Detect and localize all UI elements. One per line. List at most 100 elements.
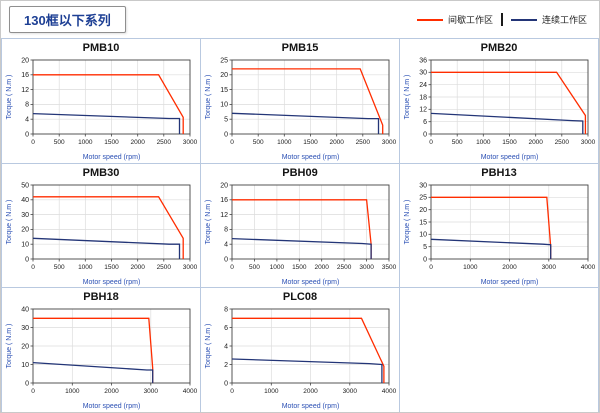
svg-text:Torque ( N.m ): Torque ( N.m ) <box>404 75 411 120</box>
svg-text:Motor speed (rpm): Motor speed (rpm) <box>83 279 141 286</box>
svg-text:6: 6 <box>224 325 228 332</box>
svg-text:2500: 2500 <box>356 139 371 146</box>
svg-text:18: 18 <box>419 94 427 101</box>
svg-text:1000: 1000 <box>270 264 285 271</box>
svg-text:10: 10 <box>419 231 427 238</box>
svg-text:8: 8 <box>25 102 29 109</box>
legend: 间歇工作区 连续工作区 <box>416 13 587 26</box>
svg-text:36: 36 <box>419 57 427 64</box>
svg-text:Motor speed (rpm): Motor speed (rpm) <box>282 154 340 161</box>
svg-text:2000: 2000 <box>528 139 543 146</box>
svg-text:16: 16 <box>220 197 228 204</box>
legend-item-continuous: 连续工作区 <box>510 13 587 26</box>
chart-title: PLC08 <box>282 291 318 304</box>
svg-text:12: 12 <box>220 212 228 219</box>
svg-text:30: 30 <box>419 70 427 77</box>
svg-text:Torque ( N.m ): Torque ( N.m ) <box>205 75 212 120</box>
svg-text:0: 0 <box>25 256 29 263</box>
svg-text:30: 30 <box>21 325 29 332</box>
navy-line-icon <box>510 18 537 21</box>
svg-text:2000: 2000 <box>329 139 344 146</box>
svg-text:Torque ( N.m ): Torque ( N.m ) <box>205 199 212 244</box>
svg-text:500: 500 <box>253 139 264 146</box>
svg-text:10: 10 <box>21 362 29 369</box>
svg-text:8: 8 <box>224 307 228 314</box>
svg-text:1000: 1000 <box>463 264 478 271</box>
svg-text:1500: 1500 <box>303 139 318 146</box>
svg-text:30: 30 <box>21 212 29 219</box>
legend-separator <box>500 13 503 26</box>
svg-text:0: 0 <box>230 264 234 271</box>
svg-text:Motor speed (rpm): Motor speed (rpm) <box>83 154 141 161</box>
svg-text:12: 12 <box>419 107 427 114</box>
red-line-icon <box>416 18 443 21</box>
svg-text:0: 0 <box>224 256 228 263</box>
svg-text:2500: 2500 <box>157 264 172 271</box>
svg-text:2000: 2000 <box>104 388 119 395</box>
svg-text:4: 4 <box>224 344 228 351</box>
svg-text:20: 20 <box>220 182 228 189</box>
svg-text:3000: 3000 <box>183 264 198 271</box>
svg-text:5: 5 <box>224 117 228 124</box>
svg-text:2000: 2000 <box>130 139 145 146</box>
svg-text:20: 20 <box>21 226 29 233</box>
svg-text:Torque ( N.m ): Torque ( N.m ) <box>404 199 411 244</box>
svg-text:1500: 1500 <box>292 264 307 271</box>
svg-text:2000: 2000 <box>314 264 329 271</box>
svg-text:0: 0 <box>230 388 234 395</box>
svg-text:Torque ( N.m ): Torque ( N.m ) <box>205 324 212 369</box>
svg-text:40: 40 <box>21 307 29 314</box>
svg-text:3000: 3000 <box>343 388 358 395</box>
svg-text:50: 50 <box>21 182 29 189</box>
svg-text:3000: 3000 <box>382 139 397 146</box>
svg-text:3000: 3000 <box>183 139 198 146</box>
svg-text:10: 10 <box>220 102 228 109</box>
svg-text:0: 0 <box>423 256 427 263</box>
svg-text:0: 0 <box>25 131 29 138</box>
svg-text:3000: 3000 <box>581 139 596 146</box>
svg-text:25: 25 <box>220 57 228 64</box>
svg-text:1000: 1000 <box>264 388 279 395</box>
chart-title: PBH18 <box>83 291 119 304</box>
page-title: 130框以下系列 <box>9 6 126 33</box>
chart-title: PMB30 <box>82 166 120 179</box>
svg-text:0: 0 <box>230 139 234 146</box>
svg-text:2500: 2500 <box>337 264 352 271</box>
svg-text:3000: 3000 <box>542 264 557 271</box>
svg-text:30: 30 <box>419 182 427 189</box>
svg-text:8: 8 <box>224 226 228 233</box>
svg-text:0: 0 <box>31 264 35 271</box>
svg-text:1000: 1000 <box>78 139 93 146</box>
legend-label-continuous: 连续工作区 <box>541 15 587 25</box>
svg-text:3000: 3000 <box>359 264 374 271</box>
svg-text:40: 40 <box>21 197 29 204</box>
svg-text:15: 15 <box>419 219 427 226</box>
svg-text:6: 6 <box>423 119 427 126</box>
svg-text:10: 10 <box>21 241 29 248</box>
chart-title: PBH09 <box>282 166 318 179</box>
svg-text:20: 20 <box>21 344 29 351</box>
svg-text:Motor speed (rpm): Motor speed (rpm) <box>481 279 539 286</box>
legend-label-intermittent: 间歇工作区 <box>447 15 493 25</box>
svg-text:1500: 1500 <box>104 264 119 271</box>
svg-text:25: 25 <box>419 194 427 201</box>
svg-text:0: 0 <box>224 381 228 388</box>
chart-title: PMB10 <box>82 42 120 54</box>
svg-text:4000: 4000 <box>183 388 198 395</box>
svg-text:12: 12 <box>21 87 29 94</box>
svg-text:1000: 1000 <box>277 139 292 146</box>
chart-title: PBH13 <box>481 166 517 179</box>
svg-text:1500: 1500 <box>502 139 517 146</box>
